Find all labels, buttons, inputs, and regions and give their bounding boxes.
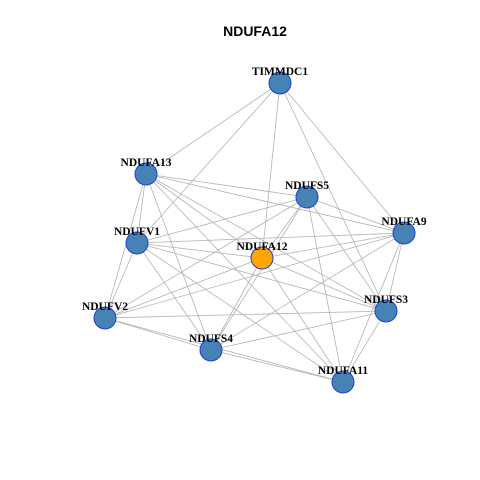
edge-ndufa9-ndufs3: [385, 232, 405, 312]
node-circle: [295, 185, 319, 209]
node-circle: [250, 246, 274, 270]
edge-ndufa12-ndufs3: [261, 257, 387, 312]
edge-ndufs5-ndufa9: [306, 196, 405, 234]
edge-timmdc1-ndufa13: [145, 82, 281, 175]
node-label: NDUFA9: [381, 216, 426, 228]
edge-ndufa13-ndufv1: [136, 173, 147, 244]
node-label: NDUFV2: [82, 301, 128, 313]
node-circle: [93, 306, 117, 330]
node-label: NDUFS4: [189, 333, 233, 345]
edges-layer: [104, 82, 405, 383]
edge-ndufs5-ndufa11: [306, 196, 344, 383]
edge-timmdc1-ndufa9: [279, 82, 405, 234]
node-circle: [392, 221, 416, 245]
node-label: NDUFS5: [285, 180, 329, 192]
edge-ndufa13-ndufa9: [145, 173, 405, 234]
edge-ndufv1-ndufv2: [104, 242, 138, 319]
node-circle: [374, 299, 398, 323]
edge-ndufs5-ndufs3: [306, 196, 387, 312]
node-ndufa13: NDUFA13: [121, 157, 172, 186]
node-ndufa11: NDUFA11: [318, 365, 369, 394]
edge-ndufs4-ndufs3: [210, 310, 387, 351]
node-ndufs5: NDUFS5: [285, 180, 329, 209]
node-ndufv2: NDUFV2: [82, 301, 128, 330]
edge-ndufs5-ndufv1: [136, 196, 308, 244]
edge-ndufa13-ndufs4: [145, 173, 212, 351]
figure-title: NDUFA12: [223, 23, 287, 39]
node-label: NDUFS3: [364, 294, 408, 306]
node-ndufa12: NDUFA12: [237, 241, 288, 270]
node-ndufa9: NDUFA9: [381, 216, 427, 245]
edge-ndufa13-ndufs5: [145, 173, 308, 198]
edge-ndufa9-ndufs4: [210, 232, 405, 351]
edge-ndufs5-ndufv2: [104, 196, 308, 319]
edge-timmdc1-ndufa12: [261, 82, 281, 259]
node-label: TIMMDC1: [252, 66, 308, 78]
node-timmdc1: TIMMDC1: [252, 66, 308, 95]
node-ndufs3: NDUFS3: [364, 294, 408, 323]
edge-ndufv2-ndufa11: [104, 317, 344, 383]
edge-ndufa12-ndufv2: [104, 257, 263, 319]
node-label: NDUFA11: [318, 365, 369, 377]
node-ndufv1: NDUFV1: [114, 226, 160, 255]
edge-ndufa13-ndufs3: [145, 173, 387, 312]
edge-ndufa12-ndufs4: [210, 257, 263, 351]
edge-ndufs3-ndufa11: [342, 310, 387, 383]
edge-ndufa13-ndufv2: [104, 173, 147, 319]
node-circle: [199, 338, 223, 362]
edge-ndufa13-ndufa12: [145, 173, 263, 259]
edge-timmdc1-ndufs3: [279, 82, 387, 312]
node-ndufs4: NDUFS4: [189, 333, 233, 362]
edge-ndufs5-ndufs4: [210, 196, 308, 351]
edge-ndufv1-ndufa12: [136, 242, 263, 259]
node-circle: [331, 370, 355, 394]
edge-ndufv1-ndufs4: [136, 242, 212, 351]
node-label: NDUFV1: [114, 226, 160, 238]
edge-ndufv2-ndufs3: [104, 310, 387, 319]
node-label: NDUFA13: [121, 157, 172, 169]
nodes-layer: TIMMDC1NDUFA13NDUFS5NDUFA9NDUFV1NDUFA12N…: [82, 66, 427, 394]
node-circle: [125, 231, 149, 255]
edge-ndufa9-ndufa12: [261, 232, 405, 259]
node-circle: [134, 162, 158, 186]
node-circle: [268, 71, 292, 95]
edge-ndufv1-ndufs3: [136, 242, 387, 312]
edge-ndufs4-ndufa11: [210, 349, 344, 383]
edge-ndufa12-ndufa11: [261, 257, 344, 383]
edge-timmdc1-ndufv1: [136, 82, 281, 244]
edge-ndufa9-ndufv1: [136, 232, 405, 244]
edge-ndufs5-ndufa12: [261, 196, 308, 259]
edge-ndufv1-ndufa11: [136, 242, 344, 383]
edge-ndufv2-ndufs4: [104, 317, 212, 351]
node-label: NDUFA12: [237, 241, 288, 253]
